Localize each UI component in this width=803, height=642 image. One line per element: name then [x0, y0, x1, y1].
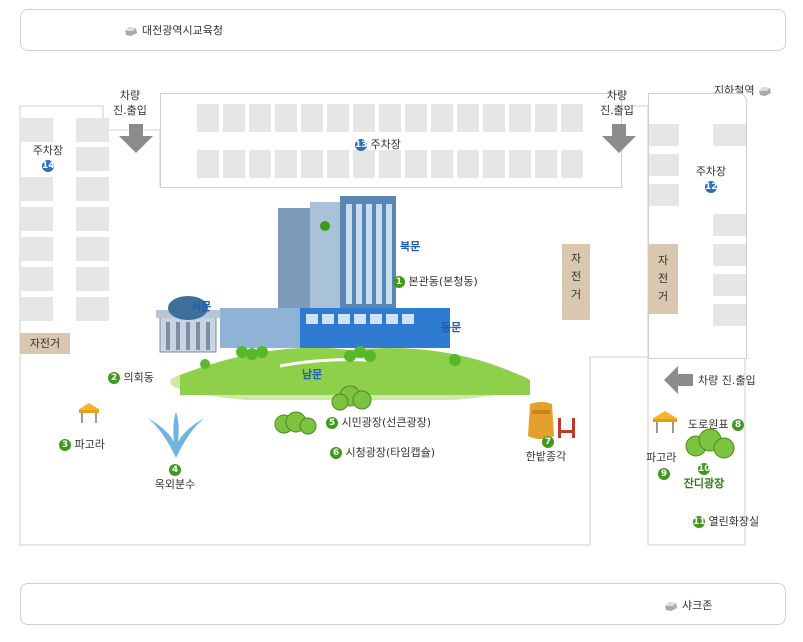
down-arrow-icon — [602, 124, 636, 153]
place-1-label: 본관동(본청동) — [408, 275, 478, 288]
top-parking-lot — [160, 93, 622, 188]
marker-8: 8 — [731, 419, 744, 431]
bicycle-lane-right: 자 전 거 — [648, 244, 678, 314]
left-parking-lot — [20, 106, 110, 336]
marker-7: 7 — [542, 436, 554, 448]
place-10-label: 잔디광장 — [683, 477, 725, 490]
marker-14: 14 — [42, 160, 55, 172]
place-8-label: 도로원표 — [688, 418, 729, 431]
place-4[interactable]: 4 옥외분수 — [140, 462, 210, 492]
pergola-icon — [78, 403, 100, 423]
marker-3: 3 — [59, 439, 71, 451]
top-road-label[interactable]: 대전광역시교육청 — [120, 22, 223, 38]
marker-11: 11 — [693, 516, 706, 528]
place-7[interactable]: 7 한밭종각 — [506, 434, 586, 464]
bush-icon — [685, 428, 735, 459]
left-arrow-icon — [664, 366, 693, 394]
parking-13[interactable]: 13 주차장 — [355, 136, 401, 152]
vehicle-entry-right-line1: 차량 — [606, 89, 628, 102]
pergola-icon — [652, 411, 678, 433]
place-3-label: 파고라 — [74, 438, 105, 451]
place-5-label: 시민광장(선큰광장) — [341, 416, 432, 429]
down-arrow-icon — [119, 124, 153, 153]
vehicle-entry-left[interactable]: 차량 진.출입 — [105, 88, 155, 118]
bicycle-lane-left: 자전거 — [20, 333, 70, 354]
right-parking-lot — [648, 93, 747, 359]
bike-char: 거 — [657, 290, 669, 303]
marker-6: 6 — [330, 447, 342, 459]
parking-12[interactable]: 주차장 12 — [686, 164, 736, 194]
parking-13-label: 주차장 — [370, 138, 401, 151]
stone-icon — [125, 27, 137, 36]
place-7-label: 한밭종각 — [525, 450, 567, 463]
top-road-text: 대전광역시교육청 — [142, 24, 223, 37]
gate-east[interactable]: 동문 — [441, 321, 462, 334]
place-1[interactable]: 1 본관동(본청동) — [393, 273, 478, 289]
vehicle-entry-east[interactable]: 차량 진.출입 — [698, 374, 756, 387]
marker-5: 5 — [326, 417, 338, 429]
vehicle-entry-right[interactable]: 차량 진.출입 — [592, 88, 642, 118]
marker-12: 12 — [705, 181, 718, 193]
parking-14[interactable]: 주차장 14 — [22, 143, 74, 173]
place-6[interactable]: 6 시청광장(타임캡슐) — [330, 444, 435, 460]
bottom-road — [20, 583, 786, 625]
marker-13: 13 — [355, 139, 368, 151]
top-road — [20, 9, 786, 51]
place-11-label: 열린화장실 — [708, 515, 760, 528]
bike-char: 자 — [570, 252, 582, 265]
place-10[interactable]: 10 잔디광장 — [674, 461, 734, 491]
place-2-label: 의회동 — [123, 371, 154, 384]
place-3[interactable]: 3 파고라 — [59, 436, 105, 452]
bike-char: 전 — [570, 270, 582, 283]
place-2[interactable]: 2 의회동 — [108, 369, 154, 385]
gate-south[interactable]: 남문 — [302, 368, 323, 381]
bottom-road-text: 샤크존 — [682, 599, 713, 612]
gate-west[interactable]: 서문 — [191, 300, 212, 313]
place-5[interactable]: 5 시민광장(선큰광장) — [326, 414, 431, 430]
bush-icon — [274, 385, 372, 435]
bike-char: 거 — [570, 288, 582, 301]
place-8[interactable]: 도로원표 8 — [688, 416, 744, 432]
place-6-label: 시청광장(타임캡슐) — [345, 446, 436, 459]
place-9[interactable]: 파고라 9 — [646, 450, 676, 482]
place-9-label: 파고라 — [646, 451, 677, 464]
marker-1: 1 — [393, 276, 405, 288]
city-hall-illustration — [156, 196, 530, 400]
vehicle-entry-right-line2: 진.출입 — [600, 104, 634, 117]
parking-12-label: 주차장 — [695, 165, 727, 178]
gate-north[interactable]: 북문 — [400, 240, 421, 253]
marker-4: 4 — [169, 464, 181, 476]
vehicle-entry-left-line2: 진.출입 — [113, 104, 147, 117]
bottom-road-label[interactable]: 샤크존 — [660, 597, 712, 613]
vehicle-entry-left-line1: 차량 — [119, 89, 141, 102]
marker-2: 2 — [108, 372, 120, 384]
parking-14-label: 주차장 — [32, 144, 64, 157]
marker-9: 9 — [658, 468, 670, 480]
bicycle-lane-center: 자 전 거 — [562, 244, 590, 320]
marker-10: 10 — [698, 463, 711, 475]
bell-pavilion-icon — [528, 402, 575, 439]
place-4-label: 옥외분수 — [154, 478, 196, 491]
bike-char: 자 — [657, 254, 669, 267]
stone-icon — [759, 87, 772, 96]
bike-char: 전 — [657, 272, 669, 285]
stone-icon — [665, 602, 677, 611]
place-11[interactable]: 11 열린화장실 — [693, 513, 759, 529]
fountain-icon — [148, 412, 204, 458]
